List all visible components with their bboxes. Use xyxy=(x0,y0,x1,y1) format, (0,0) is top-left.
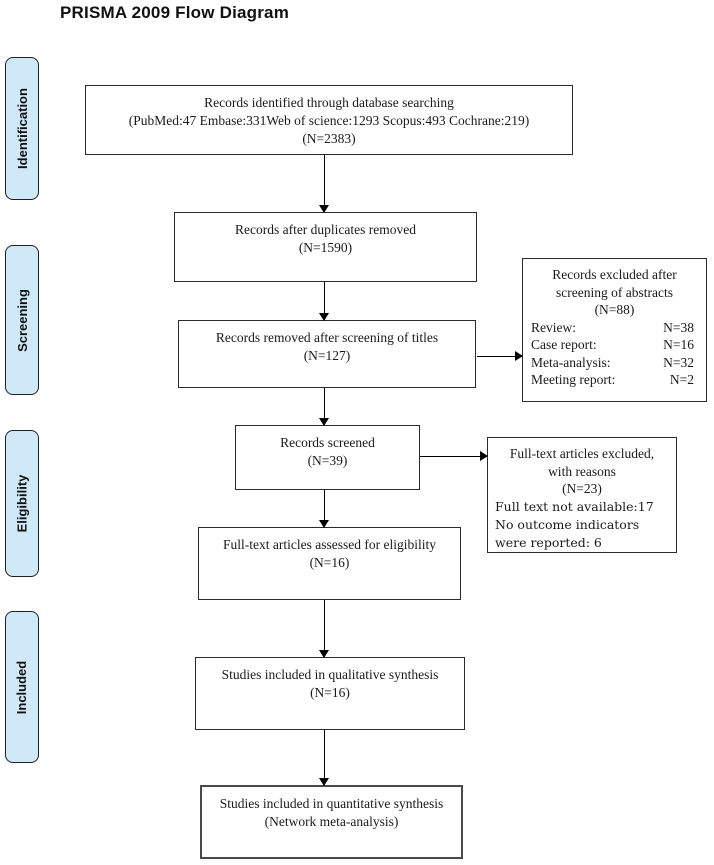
stage-included: Included xyxy=(5,611,39,763)
box-fulltext-assessed: Full-text articles assessed for eligibil… xyxy=(198,527,461,600)
arrow-duplicates-to-titles xyxy=(319,282,329,321)
fulltext-excluded-n: (N=23) xyxy=(562,481,602,496)
excluded-row-meta-analysis: Meta-analysis: N=32 xyxy=(523,354,706,372)
excluded-row-meta-analysis-label: Meta-analysis: xyxy=(531,354,611,370)
excluded-row-meeting-report-label: Meeting report: xyxy=(531,372,616,387)
box-quantitative-synthesis-line2: (Network meta-analysis) xyxy=(264,814,399,829)
box-titles-screened-line1: Records removed after screening of title… xyxy=(215,330,439,345)
stage-eligibility: Eligibility xyxy=(5,430,39,577)
box-duplicates-removed-line2: (N=1590) xyxy=(298,240,353,255)
box-quantitative-synthesis-line1: Studies included in quantitative synthes… xyxy=(219,796,444,811)
stage-screening-label: Screening xyxy=(14,288,30,352)
box-qualitative-synthesis-line1: Studies included in qualitative synthesi… xyxy=(221,667,439,682)
arrow-titles-to-excluded-abstracts xyxy=(477,351,523,362)
excluded-row-case-report-value: N=16 xyxy=(663,337,694,352)
stage-screening: Screening xyxy=(5,245,39,395)
box-qualitative-synthesis-line2: (N=16) xyxy=(310,685,350,700)
box-records-identified: Records identified through database sear… xyxy=(85,85,573,155)
box-records-screened: Records screened (N=39) xyxy=(235,425,420,490)
arrow-fulltext-to-qualitative xyxy=(319,600,329,658)
fulltext-excluded-reason3: were reported: 6 xyxy=(495,534,602,550)
box-duplicates-removed-line1: Records after duplicates removed xyxy=(234,222,417,237)
box-quantitative-synthesis: Studies included in quantitative synthes… xyxy=(200,785,463,859)
box-titles-screened: Records removed after screening of title… xyxy=(178,320,476,388)
excluded-row-meeting-report-value: N=2 xyxy=(669,372,694,387)
excluded-row-case-report-label: Case report: xyxy=(531,337,597,352)
box-fulltext-assessed-line2: (N=16) xyxy=(309,555,350,570)
arrow-screened-to-fulltext-excluded xyxy=(420,451,488,462)
stage-included-label: Included xyxy=(14,660,30,714)
excluded-row-meeting-report: Meeting report: N=2 xyxy=(523,371,706,389)
box-fulltext-assessed-line1: Full-text articles assessed for eligibil… xyxy=(223,537,436,552)
excluded-abstracts-n: (N=88) xyxy=(594,302,635,317)
side-box-fulltext-excluded: Full-text articles excluded, with reason… xyxy=(487,437,677,553)
arrow-screened-to-fulltext xyxy=(319,490,329,528)
box-records-screened-line2: (N=39) xyxy=(307,453,348,468)
box-duplicates-removed: Records after duplicates removed (N=1590… xyxy=(174,212,477,282)
stage-identification-label: Identification xyxy=(14,88,30,169)
fulltext-excluded-header2: with reasons xyxy=(548,463,616,479)
excluded-row-case-report: Case report: N=16 xyxy=(523,336,706,354)
excluded-abstracts-header1: Records excluded after xyxy=(552,267,677,282)
page-title: PRISMA 2009 Flow Diagram xyxy=(60,3,290,22)
box-qualitative-synthesis: Studies included in qualitative synthesi… xyxy=(195,657,465,730)
box-titles-screened-line2: (N=127) xyxy=(303,348,351,363)
stage-eligibility-label: Eligibility xyxy=(14,474,30,533)
box-records-identified-line2: (PubMed:47 Embase:331Web of science:1293… xyxy=(128,113,530,128)
excluded-row-review-value: N=38 xyxy=(663,319,694,335)
arrow-qualitative-to-quantitative xyxy=(319,730,329,786)
excluded-abstracts-header2: screening of abstracts xyxy=(556,284,673,300)
box-records-identified-line1: Records identified through database sear… xyxy=(204,95,454,110)
box-records-identified-line3: (N=2383) xyxy=(302,131,356,146)
arrow-titles-to-screened xyxy=(319,388,329,426)
side-box-excluded-abstracts: Records excluded after screening of abst… xyxy=(522,258,707,402)
fulltext-excluded-reason1: Full text not available:17 xyxy=(495,498,654,514)
stage-identification: Identification xyxy=(5,57,39,200)
fulltext-excluded-reason2: No outcome indicators xyxy=(495,516,640,532)
box-records-screened-line1: Records screened xyxy=(280,435,375,450)
arrow-identified-to-duplicates xyxy=(319,155,329,213)
excluded-row-review: Review: N=38 xyxy=(523,319,706,337)
excluded-row-meta-analysis-value: N=32 xyxy=(663,354,694,370)
fulltext-excluded-header1: Full-text articles excluded, xyxy=(509,446,655,461)
excluded-row-review-label: Review: xyxy=(531,319,576,335)
